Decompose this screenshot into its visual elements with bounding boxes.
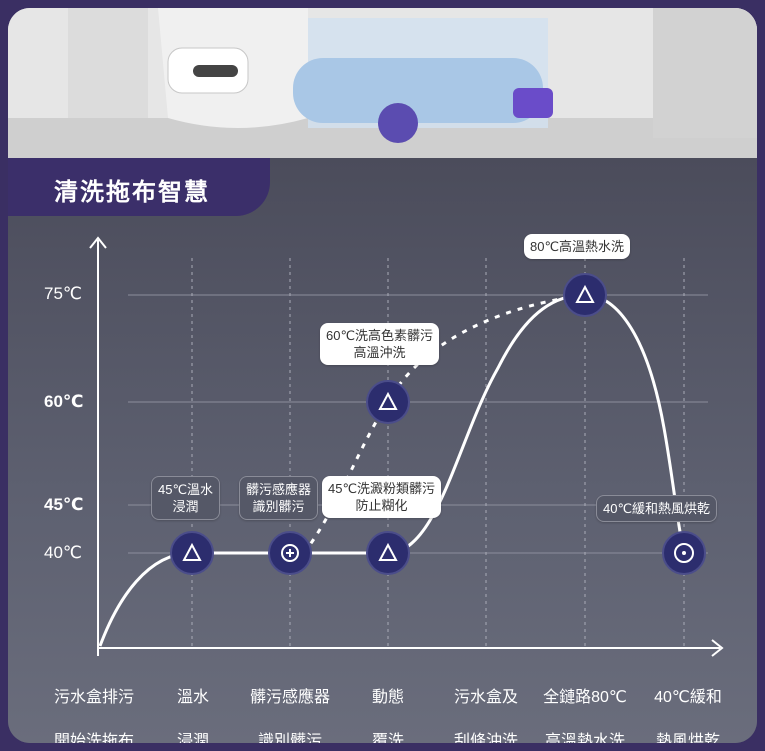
node-dry: [662, 531, 706, 575]
x-step-7-line1: 40℃緩和: [654, 689, 722, 706]
x-step-7-line2: 熱風烘乾: [655, 733, 720, 743]
callout-sensor-line1: 髒污感應器: [246, 482, 312, 497]
water-drop-icon: [182, 542, 202, 561]
x-step-6-line2: 高溫熱水洗: [544, 733, 625, 743]
x-axis-arrow: [711, 639, 724, 657]
sensor-icon: [281, 544, 299, 562]
high-pigment-branch: [302, 293, 586, 554]
node-80c: [563, 273, 607, 317]
x-step-5: 污水盒及 刮條沖洗: [444, 665, 528, 743]
callout-sensor-line2: 識別髒污: [252, 499, 305, 514]
y-tick-40: 40℃: [44, 543, 83, 562]
x-step-2-line1: 溫水: [176, 689, 209, 706]
callout-60c-line2: 高溫沖洗: [353, 345, 406, 360]
y-tick-60: 60℃: [44, 392, 84, 411]
x-step-1-line1: 污水盒排污: [53, 689, 134, 706]
node-60c: [366, 380, 410, 424]
callout-45c-starch-line2: 防止糊化: [355, 498, 408, 513]
x-step-6-line1: 全鏈路80℃: [543, 689, 627, 706]
x-step-2-line2: 浸潤: [176, 733, 209, 743]
x-step-1-line2: 開始洗拖布: [53, 733, 134, 743]
water-drop-icon: [378, 391, 398, 410]
mop-washing-illustration: [8, 8, 757, 158]
x-step-3: 髒污感應器 識別髒污: [238, 665, 342, 743]
callout-45c-warm-line1: 45℃溫水: [158, 482, 214, 497]
callout-80c: 80℃高溫熱水洗: [524, 234, 631, 259]
callout-sensor: 髒污感應器 識別髒污: [239, 476, 319, 520]
node-dynamic-rewash: [366, 531, 410, 575]
x-step-6: 全鏈路80℃ 高溫熱水洗: [534, 665, 636, 743]
x-step-5-line2: 刮條沖洗: [453, 733, 518, 743]
y-axis-arrow: [89, 236, 107, 249]
x-step-3-line1: 髒污感應器: [249, 689, 330, 706]
x-step-2: 溫水 浸潤: [158, 665, 228, 743]
chart-panel: [8, 158, 757, 743]
x-step-4-line2: 覆洗: [371, 733, 404, 743]
water-drop-icon: [378, 542, 398, 561]
x-step-4-line1: 動態: [371, 689, 404, 706]
product-photo: [8, 8, 757, 158]
title-tab: 清洗拖布智慧: [8, 158, 270, 216]
fan-icon: [674, 543, 694, 563]
callout-45c-starch: 45℃洗澱粉類髒污 防止糊化: [322, 476, 442, 518]
x-step-5-line1: 污水盒及: [453, 689, 518, 706]
x-step-3-line2: 識別髒污: [257, 733, 322, 743]
x-step-1: 污水盒排污 開始洗拖布: [44, 665, 144, 743]
callout-45c-starch-line1: 45℃洗澱粉類髒污: [328, 481, 436, 496]
water-drop-icon: [575, 284, 595, 303]
callout-45c-warm-line2: 浸潤: [172, 499, 199, 514]
node-warm-soak: [170, 531, 214, 575]
x-step-7: 40℃緩和 熱風烘乾: [642, 665, 734, 743]
infographic-frame: 清洗拖布智慧 75℃ 60℃ 45℃ 40℃ 80℃高溫熱水洗 60℃洗高色素髒…: [8, 8, 757, 743]
temperature-chart: [89, 236, 724, 657]
y-tick-75: 75℃: [44, 284, 83, 303]
callout-60c-line1: 60℃洗高色素髒污: [326, 328, 434, 343]
y-tick-45: 45℃: [44, 495, 84, 514]
callout-40c-dry: 40℃緩和熱風烘乾: [596, 495, 718, 522]
page-title: 清洗拖布智慧: [54, 179, 210, 206]
callout-45c-warm: 45℃溫水 浸潤: [151, 476, 221, 520]
x-step-4: 動態 覆洗: [356, 665, 420, 743]
callout-60c: 60℃洗高色素髒污 高溫沖洗: [320, 323, 440, 365]
node-sensor: [268, 531, 312, 575]
